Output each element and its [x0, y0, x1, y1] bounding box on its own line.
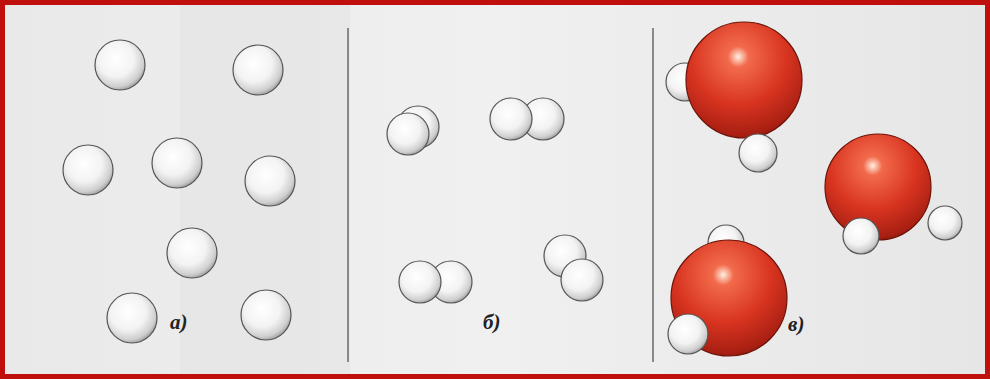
divider: [652, 28, 653, 362]
panel-label: а): [170, 312, 188, 333]
panel-label: в): [788, 314, 804, 335]
divider: [347, 28, 348, 362]
water-molecules: [666, 22, 962, 356]
frame: [3, 3, 988, 377]
hydrogen-molecules: [387, 98, 603, 303]
panel-label: б): [483, 312, 500, 333]
background-shade: [180, 0, 350, 379]
hydrogen-atoms: [63, 40, 295, 343]
